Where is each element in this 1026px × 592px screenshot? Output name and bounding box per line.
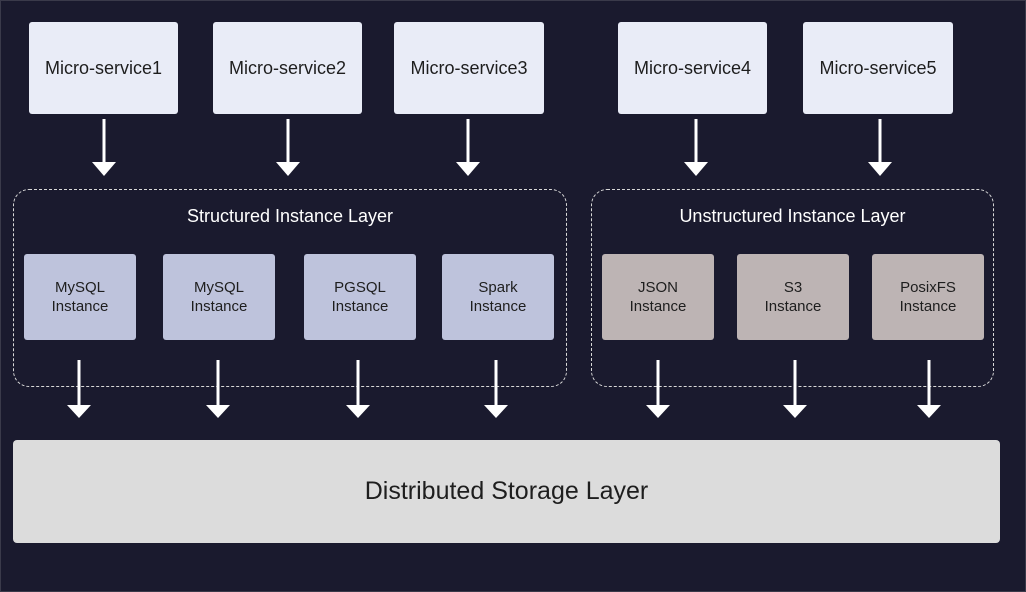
mysql-instance-2: MySQL Instance — [163, 254, 275, 340]
distributed-storage-layer: Distributed Storage Layer — [13, 440, 1000, 543]
json-instance-line1: JSON — [637, 279, 678, 296]
arrow-pgsql-down — [346, 360, 370, 418]
spark-instance: Spark Instance — [442, 254, 554, 340]
microservice-3-label: Micro-service3 — [410, 57, 528, 78]
arrow-mysql2-down — [206, 360, 230, 418]
mysql-instance-1: MySQL Instance — [24, 254, 136, 340]
mysql-instance-1-line2: Instance — [51, 298, 109, 315]
mysql-instance-1-line1: MySQL — [54, 279, 105, 296]
arrow-ms1-down — [92, 119, 116, 176]
microservice-2-box: Micro-service2 — [213, 22, 362, 114]
pgsql-instance-line2: Instance — [331, 298, 389, 315]
arrow-ms4-down — [684, 119, 708, 176]
posixfs-instance-line1: PosixFS — [900, 279, 956, 296]
mysql-instance-2-line2: Instance — [190, 298, 248, 315]
storage-layer-label: Distributed Storage Layer — [364, 477, 649, 505]
arrow-mysql1-down — [67, 360, 91, 418]
unstructured-layer-title: Unstructured Instance Layer — [679, 206, 906, 226]
microservice-4-box: Micro-service4 — [618, 22, 767, 114]
arrow-posixfs-down — [917, 360, 941, 418]
arrow-ms2-down — [276, 119, 300, 176]
unstructured-instance-layer: Unstructured Instance Layer — [591, 189, 994, 387]
posixfs-instance: PosixFS Instance — [872, 254, 984, 340]
microservice-5-label: Micro-service5 — [819, 57, 937, 78]
microservice-3-box: Micro-service3 — [394, 22, 544, 114]
json-instance-line2: Instance — [629, 298, 687, 315]
microservice-1-box: Micro-service1 — [29, 22, 178, 114]
arrow-ms5-down — [868, 119, 892, 176]
pgsql-instance: PGSQL Instance — [304, 254, 416, 340]
json-instance: JSON Instance — [602, 254, 714, 340]
s3-instance: S3 Instance — [737, 254, 849, 340]
structured-instance-layer: Structured Instance Layer — [13, 189, 567, 387]
arrow-spark-down — [484, 360, 508, 418]
arrow-s3-down — [783, 360, 807, 418]
microservice-1-label: Micro-service1 — [44, 57, 163, 78]
arrow-ms3-down — [456, 119, 480, 176]
spark-instance-line1: Spark — [478, 279, 518, 296]
posixfs-instance-line2: Instance — [899, 298, 957, 315]
arrow-json-down — [646, 360, 670, 418]
s3-instance-line2: Instance — [764, 298, 822, 315]
spark-instance-line2: Instance — [469, 298, 527, 315]
s3-instance-line1: S3 — [783, 279, 803, 296]
microservice-4-label: Micro-service4 — [633, 57, 752, 78]
microservice-5-box: Micro-service5 — [803, 22, 953, 114]
mysql-instance-2-line1: MySQL — [193, 279, 244, 296]
microservice-2-label: Micro-service2 — [228, 57, 347, 78]
structured-layer-title: Structured Instance Layer — [186, 206, 394, 226]
pgsql-instance-line1: PGSQL — [334, 279, 386, 296]
